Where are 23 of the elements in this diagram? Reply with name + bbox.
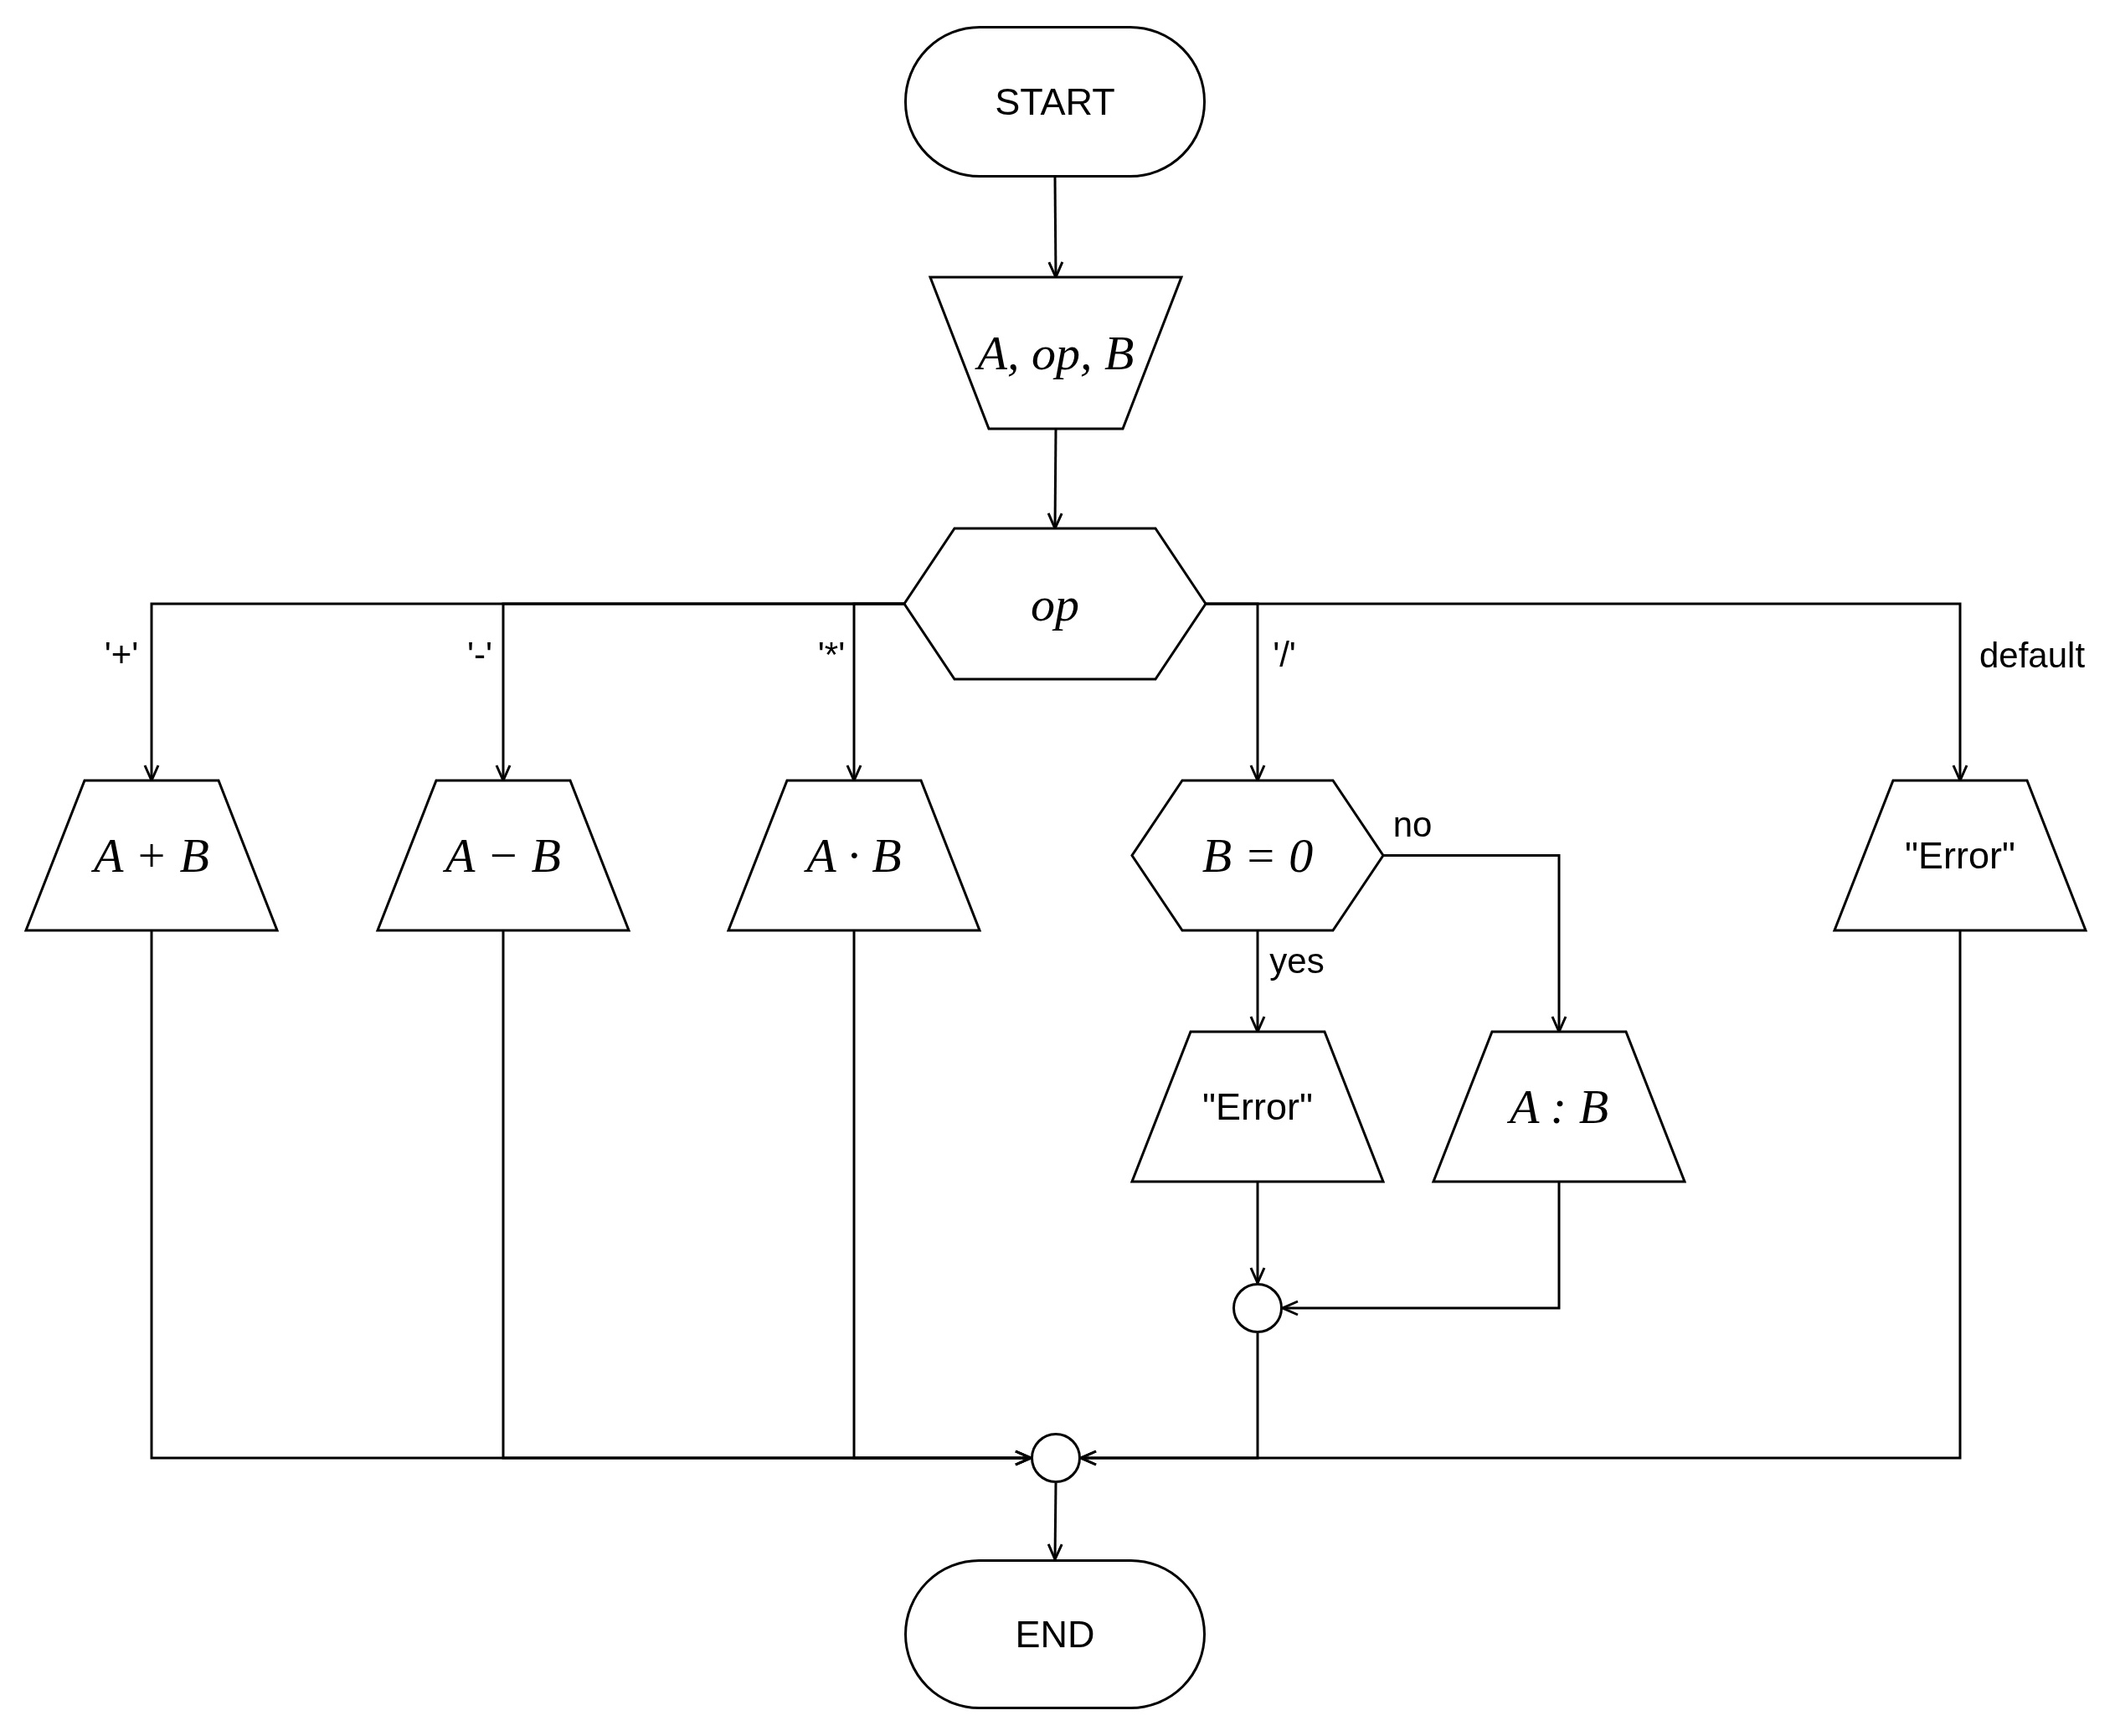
connector-circle	[1232, 1283, 1283, 1333]
math-expression: op	[1031, 575, 1079, 632]
node-label: END	[1015, 1612, 1095, 1656]
arrow	[1281, 1182, 1561, 1316]
math-expression: B = 0	[1202, 827, 1314, 883]
decision-hexagon	[904, 528, 1206, 679]
math-expression: A : B	[1509, 1079, 1609, 1135]
input-trapezoid	[930, 277, 1181, 429]
arrow	[1079, 930, 1962, 1466]
output-trapezoid	[1433, 1032, 1685, 1182]
node-label: "Error"	[1905, 833, 2015, 878]
arrow	[852, 930, 1032, 1466]
output-trapezoid	[728, 780, 980, 930]
output-trapezoid	[26, 780, 277, 930]
output-trapezoid	[378, 780, 629, 930]
arrow	[1047, 1483, 1063, 1561]
output-trapezoid	[1834, 780, 2086, 930]
output-trapezoid	[1132, 1032, 1383, 1182]
arrow	[1249, 1182, 1266, 1285]
node-label: "Error"	[1202, 1084, 1313, 1129]
connector-circle	[1031, 1433, 1081, 1483]
node-label: START	[995, 80, 1115, 124]
decision-hexagon	[1132, 780, 1383, 930]
